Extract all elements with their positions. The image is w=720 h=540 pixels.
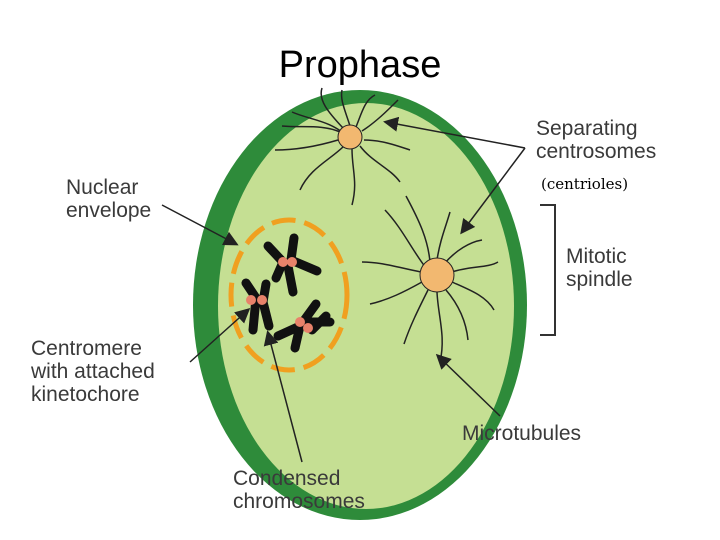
label-condensed-chromosomes: Condensed chromosomes <box>233 467 365 513</box>
label-separating-centrosomes: Separating centrosomes <box>536 117 656 163</box>
label-centrioles: (centrioles) <box>541 175 628 193</box>
label-line: chromosomes <box>233 490 365 513</box>
label-line: Nuclear <box>66 176 151 199</box>
label-line: Separating <box>536 117 656 140</box>
label-mitotic-spindle: Mitotic spindle <box>566 245 633 291</box>
label-centromere: Centromere with attached kinetochore <box>31 337 155 406</box>
label-line: Centromere <box>31 337 155 360</box>
label-line: envelope <box>66 199 151 222</box>
label-line: kinetochore <box>31 383 155 406</box>
label-line: with attached <box>31 360 155 383</box>
label-line: centrosomes <box>536 140 656 163</box>
label-microtubules: Microtubules <box>462 422 581 445</box>
centrosome-right <box>420 258 454 292</box>
label-line: Condensed <box>233 467 365 490</box>
spindle-bracket <box>540 205 555 335</box>
label-nuclear-envelope: Nuclear envelope <box>66 176 151 222</box>
centrosome-top <box>338 125 362 149</box>
label-line: spindle <box>566 268 633 291</box>
label-line: Mitotic <box>566 245 633 268</box>
